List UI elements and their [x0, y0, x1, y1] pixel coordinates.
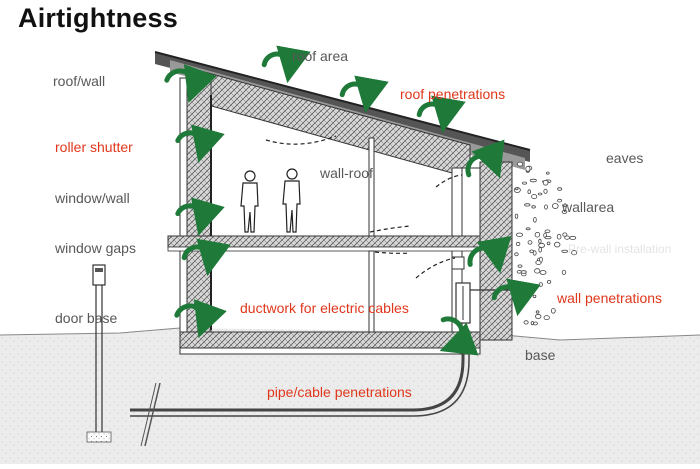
airflow-arrow-icon: [491, 278, 541, 317]
airflow-arrow-icon: [339, 75, 389, 114]
gravel-stone: [554, 241, 561, 248]
gravel-stone: [534, 231, 541, 238]
gravel-stone: [515, 241, 521, 247]
gravel-stone: [534, 268, 541, 274]
gravel-stone: [556, 233, 562, 240]
gravel-stone: [535, 310, 540, 314]
gravel-stone: [523, 320, 529, 325]
gravel-stone: [527, 189, 531, 195]
person-silhouette-icon: [240, 170, 259, 233]
gravel-stone: [517, 161, 524, 167]
gravel-stone: [537, 192, 543, 196]
gravel-stone: [543, 188, 548, 194]
label-wall-penetrations: wall penetrations: [557, 290, 663, 306]
airflow-arrow-icon: [467, 235, 512, 274]
gravel-stone: [557, 198, 563, 203]
airflow-arrows: [164, 45, 541, 356]
gravel-stone: [538, 242, 545, 248]
gravel-stone: [538, 247, 542, 253]
ground: [0, 327, 700, 464]
label-roof-penetrations: roof penetrations: [400, 86, 506, 102]
gravel-stone: [569, 235, 577, 240]
gravel-stone: [546, 279, 552, 284]
gravel-stone: [571, 250, 577, 256]
gravel-stone: [525, 165, 531, 172]
person-silhouette-icon: [282, 168, 301, 233]
label-roof-area: roof area: [292, 48, 349, 64]
gravel-stone: [544, 229, 551, 234]
gravel-stone: [539, 256, 543, 263]
eaves-gravel: [513, 161, 577, 326]
label-roof-wall: roof/wall: [53, 73, 106, 89]
airflow-arrow-icon: [416, 95, 466, 134]
gravel-stone: [529, 249, 534, 253]
airflow-arrow-icon: [181, 238, 231, 277]
gravel-stone: [545, 171, 550, 175]
gravel-stone: [516, 232, 524, 237]
gravel-stone: [539, 270, 547, 275]
gravel-stone: [532, 250, 537, 256]
label-window-wall: window/wall: [55, 190, 130, 206]
label-ductwork: ductwork for electric cables: [240, 300, 409, 316]
gravel-stone: [538, 282, 543, 287]
base-slab: [179, 331, 481, 355]
airflow-arrow-icon: [174, 299, 227, 338]
gravel-stone: [517, 264, 523, 268]
gravel-stone: [527, 240, 533, 245]
gravel-stone: [514, 213, 519, 219]
gravel-stone: [533, 217, 537, 223]
service-post: [86, 264, 112, 443]
interior-columns: [368, 137, 375, 333]
gravel-stone: [522, 181, 528, 185]
label-pipe-cable-penetrations: pipe/cable penetrations: [267, 384, 412, 400]
gravel-stone: [532, 294, 537, 299]
airflow-arrow-icon: [465, 139, 505, 179]
gravel-stone: [514, 187, 519, 191]
label-wall-roof: wall-roof: [320, 165, 373, 181]
label-window-gaps: window gaps: [55, 240, 136, 256]
gravel-stone: [543, 315, 550, 321]
air-leak-paths: [265, 135, 463, 279]
gravel-stone: [524, 203, 531, 207]
gravel-stone: [550, 307, 556, 314]
roof: [154, 51, 531, 179]
gravel-stone: [514, 252, 519, 257]
pipe-cable: [130, 330, 470, 447]
gravel-stone: [561, 209, 568, 214]
airflow-arrow-icon: [261, 45, 311, 84]
intermediate-floor: [167, 235, 481, 252]
label-door-base: door base: [55, 310, 118, 326]
gravel-stone: [531, 194, 538, 200]
gravel-stone: [520, 270, 527, 274]
people: [240, 168, 301, 233]
airflow-arrow-icon: [439, 316, 479, 356]
gravel-stone: [544, 236, 552, 240]
label-pre-wall-installation: Pre-wall installation: [568, 242, 672, 256]
gravel-stone: [531, 205, 536, 209]
gravel-stone: [564, 235, 570, 240]
gravel-stone: [546, 241, 551, 246]
airflow-arrow-icon: [164, 64, 217, 103]
gravel-stone: [533, 321, 538, 326]
gravel-stone: [563, 203, 567, 208]
gravel-stone: [538, 238, 542, 244]
gravel-stone: [542, 180, 549, 186]
gravel-stone: [561, 249, 568, 253]
airflow-arrow-icon: [175, 197, 225, 236]
gravel-stone: [525, 227, 531, 231]
label-eaves: eaves: [606, 150, 644, 166]
gravel-stone: [561, 269, 567, 275]
page-title: Airtightness: [18, 3, 178, 33]
label-wallarea: wallarea: [562, 199, 615, 215]
gravel-stone: [551, 203, 559, 209]
gravel-stone: [535, 313, 542, 319]
gravel-stone: [557, 187, 563, 191]
airflow-arrow-icon: [175, 124, 225, 163]
label-roller-shutter: roller shutter: [55, 139, 133, 155]
label-base: base: [525, 347, 556, 363]
gravel-stone: [544, 204, 548, 210]
gravel-stone: [529, 178, 537, 183]
